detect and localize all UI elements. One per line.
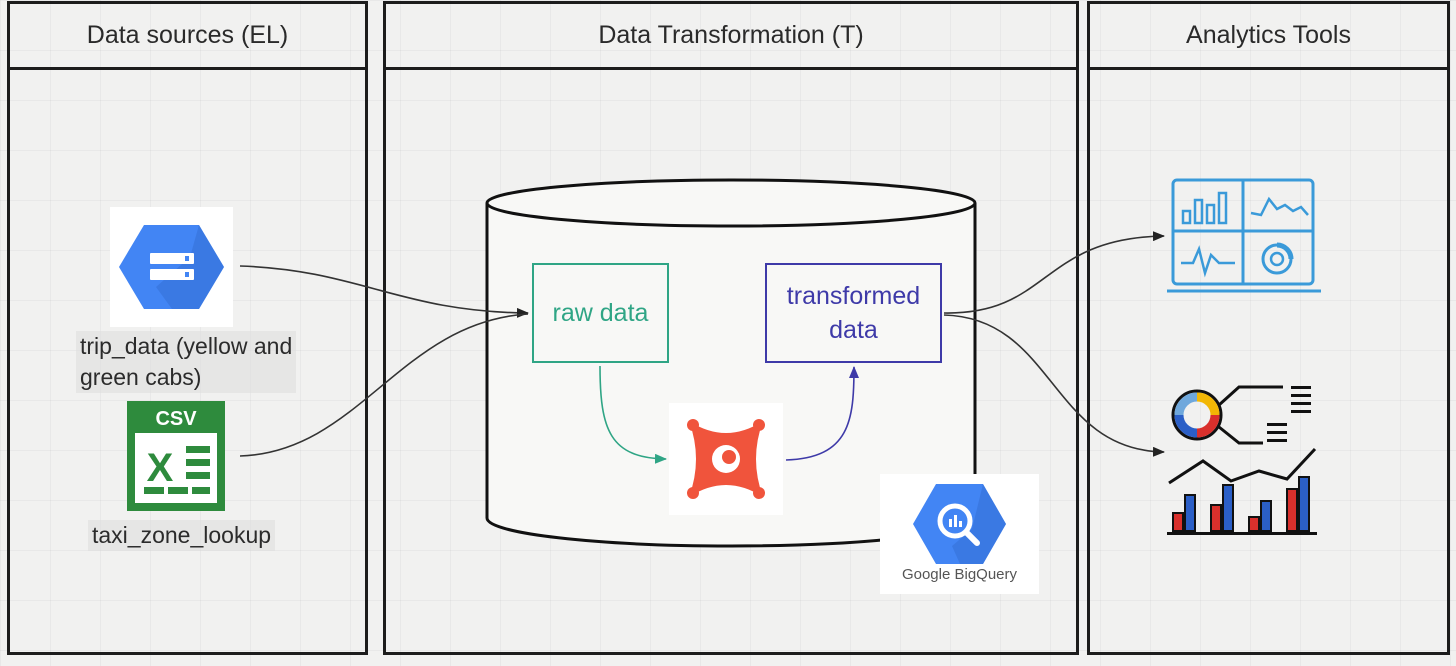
taxi-zone-caption: taxi_zone_lookup [88,520,276,551]
lane-title: Data sources (EL) [10,4,365,70]
edge-taxizone-to-raw [239,313,529,457]
edge-dbt-to-transformed [785,366,859,461]
bigquery-tile: Google BigQuery [880,474,1039,594]
dbt-icon [687,419,765,499]
lane-title: Data Transformation (T) [386,4,1076,70]
lane-analytics-tools: Analytics Tools [1087,1,1450,655]
lane-data-sources: Data sources (EL) [7,1,368,655]
dashboard-icon [1167,178,1321,293]
dbt-tile [669,403,783,515]
edge-raw-to-dbt [599,365,667,464]
trip-data-caption-line2: green cabs) [80,364,202,390]
cloud-storage-tile [110,207,233,327]
edge-transformed-to-dashboard [943,231,1165,314]
trip-data-caption-line1: trip_data (yellow and [80,333,293,359]
edge-transformed-to-report [943,314,1165,457]
raw-data-label: raw data [552,299,649,327]
lane-data-transformation: Data Transformation (T) [383,1,1079,655]
bigquery-label: Google BigQuery [901,566,1018,583]
bigquery-icon [913,484,1006,564]
trip-data-caption: trip_data (yellow and green cabs) [76,331,297,393]
transformed-label-line2: data [829,316,878,344]
csv-file-icon: CSV X [127,401,225,511]
transformed-label-line1: transformed [786,282,921,310]
svg-text:X: X [147,446,174,490]
raw-data-node: raw data [532,263,669,363]
edge-tripdata-to-raw [239,265,529,318]
analytics-report-icon [1167,385,1317,535]
csv-label: CSV [155,408,197,430]
lane-title: Analytics Tools [1090,4,1447,70]
transformed-data-node: transformed data [765,263,942,363]
cloud-storage-icon [119,225,224,309]
